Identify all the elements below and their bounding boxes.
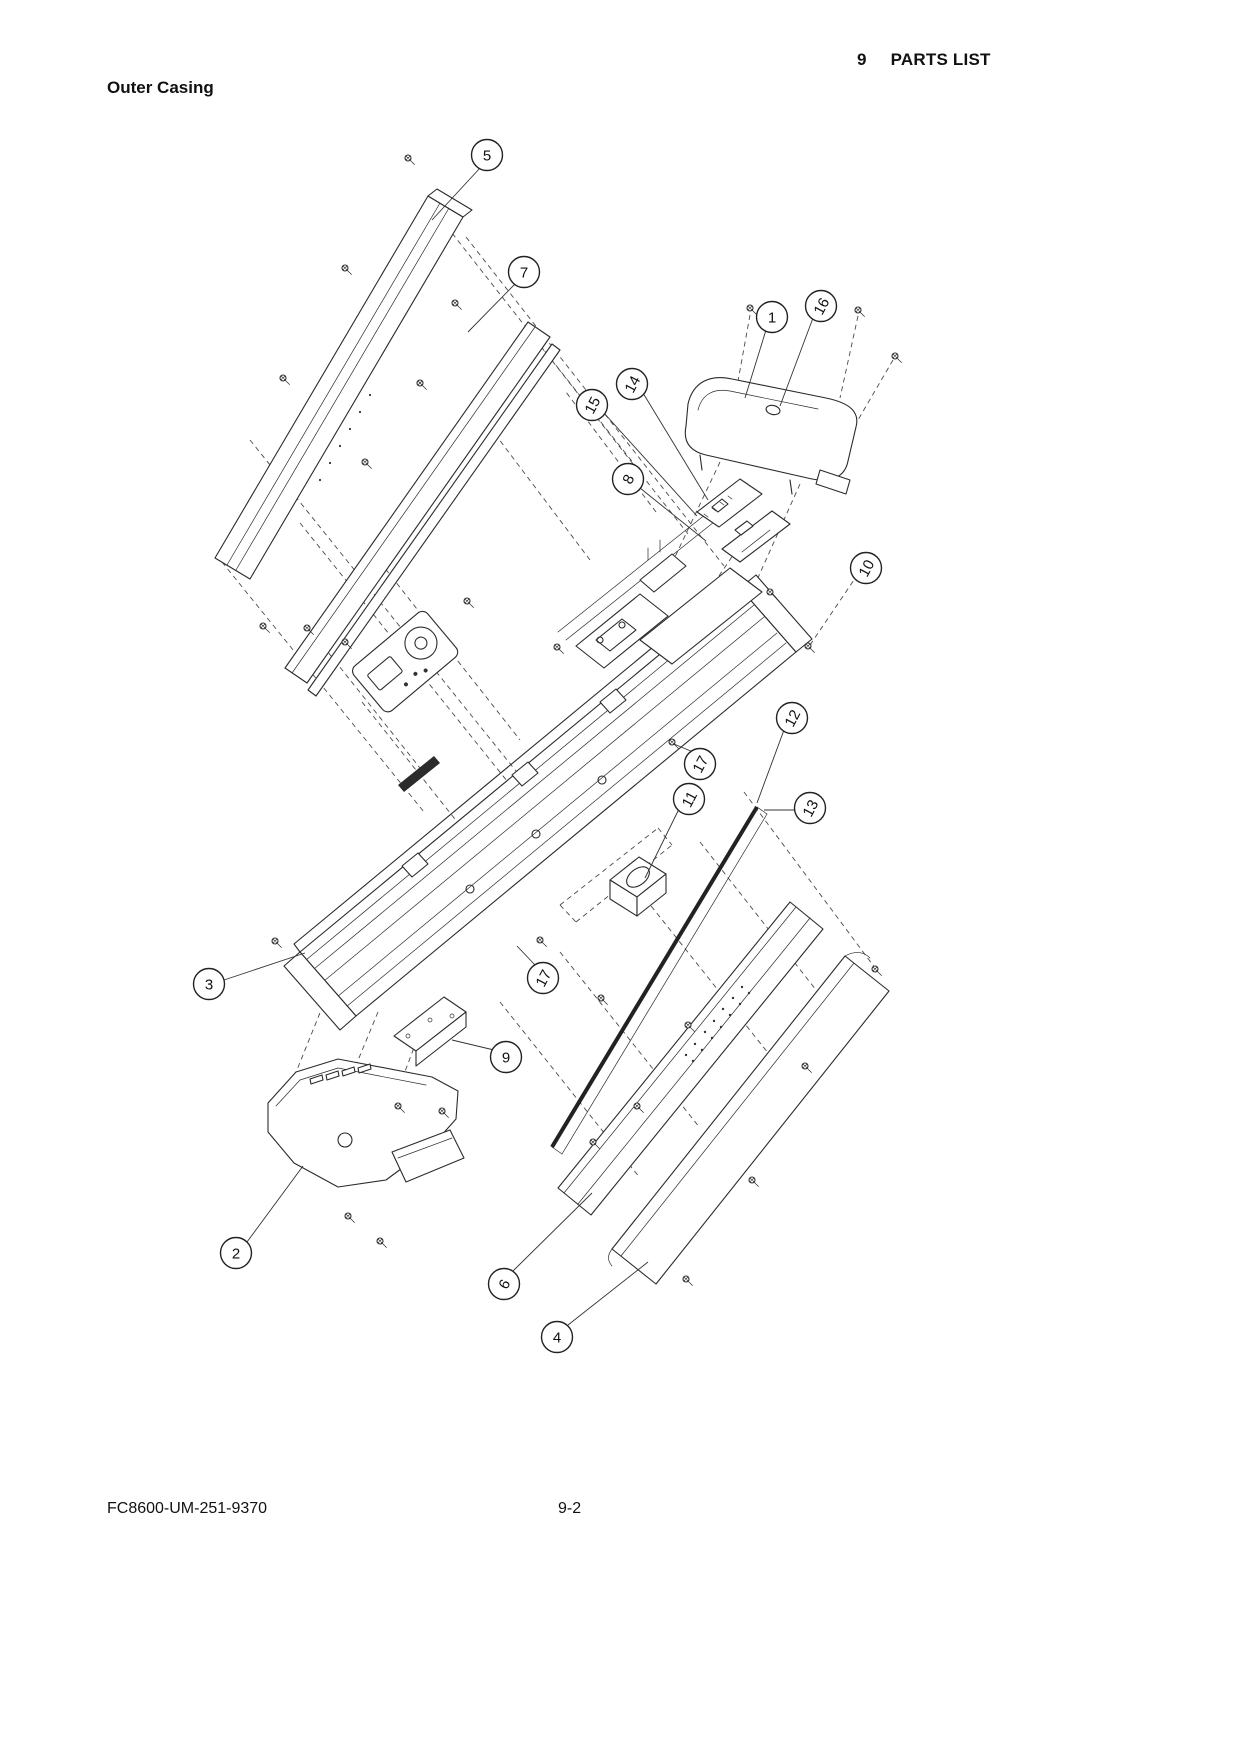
svg-text:10: 10 xyxy=(855,557,878,580)
part-top-rear-cover xyxy=(214,188,473,580)
callout-balloon-13: 13 xyxy=(793,791,827,825)
svg-text:17: 17 xyxy=(532,967,555,990)
svg-text:7: 7 xyxy=(520,265,528,282)
footer-doc-code: FC8600-UM-251-9370 xyxy=(107,1500,268,1517)
part-bracket xyxy=(393,996,467,1067)
svg-text:14: 14 xyxy=(621,373,644,396)
callout-balloon-8: 8 xyxy=(611,462,645,496)
leader-lines xyxy=(223,167,814,1326)
control-panel xyxy=(352,610,459,713)
svg-text:16: 16 xyxy=(810,295,833,318)
callout-balloon-11: 11 xyxy=(672,782,706,816)
svg-text:17: 17 xyxy=(689,753,712,776)
svg-text:4: 4 xyxy=(553,1330,561,1347)
svg-text:12: 12 xyxy=(781,707,804,730)
svg-text:1: 1 xyxy=(768,310,776,327)
callout-balloons: 5 7 1 16 14 15 8 10 12 17 11 13 3 17 9 2 6 4 xyxy=(192,138,883,1354)
callout-balloon-9: 9 xyxy=(489,1040,523,1074)
callout-balloon-7: 7 xyxy=(507,255,541,289)
callout-balloon-14: 14 xyxy=(615,367,649,401)
page-title: Outer Casing xyxy=(107,78,214,97)
svg-text:9: 9 xyxy=(502,1050,510,1067)
part-main-chassis xyxy=(283,574,813,1031)
part-rear-panel xyxy=(284,321,561,697)
carriage-assembly xyxy=(557,513,763,669)
svg-text:13: 13 xyxy=(799,797,822,820)
part-left-front-cover xyxy=(267,1058,465,1188)
section-title: PARTS LIST xyxy=(890,50,991,69)
footer-page-number: 9-2 xyxy=(558,1500,582,1517)
part-fan-unit xyxy=(609,856,667,917)
callout-balloon-4: 4 xyxy=(540,1320,574,1354)
callout-balloon-6: 6 xyxy=(487,1267,521,1301)
part-front-cover xyxy=(608,952,890,1285)
svg-text:15: 15 xyxy=(581,394,604,417)
callout-balloon-16: 16 xyxy=(804,289,838,323)
svg-text:11: 11 xyxy=(679,789,701,811)
callout-balloon-12: 12 xyxy=(775,701,809,735)
callout-balloon-2: 2 xyxy=(219,1236,253,1270)
callout-balloon-5: 5 xyxy=(470,138,504,172)
section-number: 9 xyxy=(857,50,867,69)
callout-balloon-17: 17 xyxy=(683,747,717,781)
control-boards xyxy=(696,478,791,563)
callout-balloon-17: 17 xyxy=(526,961,560,995)
part-right-side-cover xyxy=(684,377,858,495)
callout-balloon-3: 3 xyxy=(192,967,226,1001)
part-front-guide-panel xyxy=(557,901,824,1216)
page-header: 9 PARTS LIST xyxy=(857,50,991,70)
callout-balloon-1: 1 xyxy=(755,300,789,334)
svg-text:5: 5 xyxy=(483,148,491,165)
svg-text:2: 2 xyxy=(232,1246,240,1263)
cutting-strip xyxy=(550,805,768,1155)
callout-balloon-15: 15 xyxy=(575,388,609,422)
svg-text:3: 3 xyxy=(205,977,213,994)
callout-balloon-10: 10 xyxy=(849,551,883,585)
